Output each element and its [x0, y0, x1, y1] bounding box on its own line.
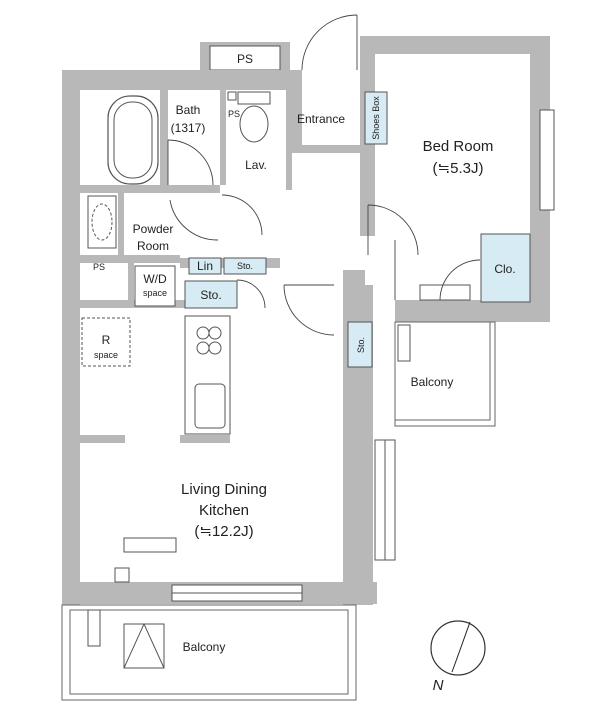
- clo-label: Clo.: [494, 262, 515, 276]
- ldk-label-1: Living Dining: [181, 481, 267, 498]
- storages: [134, 91, 531, 368]
- balcony-bottom-label: Balcony: [183, 640, 226, 654]
- bath-label: Bath: [176, 103, 201, 117]
- bedroom-size-label: (≒5.3J): [433, 160, 484, 177]
- lavatory: [227, 91, 271, 143]
- r-label: R: [102, 333, 111, 347]
- bath-size-label: (1317): [171, 121, 206, 135]
- r-space-label: space: [94, 350, 118, 360]
- ps-top-label: PS: [237, 52, 253, 66]
- ldk-label-2: Kitchen: [199, 502, 249, 519]
- bedroom-fixtures: [394, 240, 471, 301]
- bath-room: [107, 95, 214, 186]
- bedroom-label: Bed Room: [423, 138, 494, 155]
- powder-room-label-1: Powder: [133, 222, 174, 236]
- interior-walls: [80, 90, 555, 602]
- ldk-size-label: (≒12.2J): [194, 523, 253, 540]
- compass: N: [430, 620, 486, 694]
- shoes-box-label: Shoes Box: [371, 96, 381, 140]
- wd-label: W/D: [143, 272, 167, 286]
- balcony-right-label: Balcony: [411, 375, 454, 389]
- wd-space-label: space: [143, 288, 167, 298]
- entrance-label: Entrance: [297, 112, 345, 126]
- powder-room: [87, 194, 263, 249]
- sto-right-label: Sto.: [356, 337, 366, 353]
- ps-left-label: PS: [93, 262, 105, 272]
- compass-ring-icon: [430, 620, 486, 676]
- compass-north-label: N: [433, 677, 444, 694]
- lav-label: Lav.: [245, 158, 267, 172]
- ps-small-label: PS: [228, 109, 240, 119]
- entrance-doors: [236, 14, 481, 336]
- sto-small-label: Sto.: [237, 261, 253, 271]
- room-labels: PS Bath (1317) PS Lav. Entrance Shoes Bo…: [93, 52, 516, 654]
- balconies: [61, 321, 496, 701]
- sto-mid-label: Sto.: [200, 288, 221, 302]
- lin-label: Lin: [197, 259, 213, 273]
- kitchen: [81, 315, 231, 583]
- powder-room-label-2: Room: [137, 239, 169, 253]
